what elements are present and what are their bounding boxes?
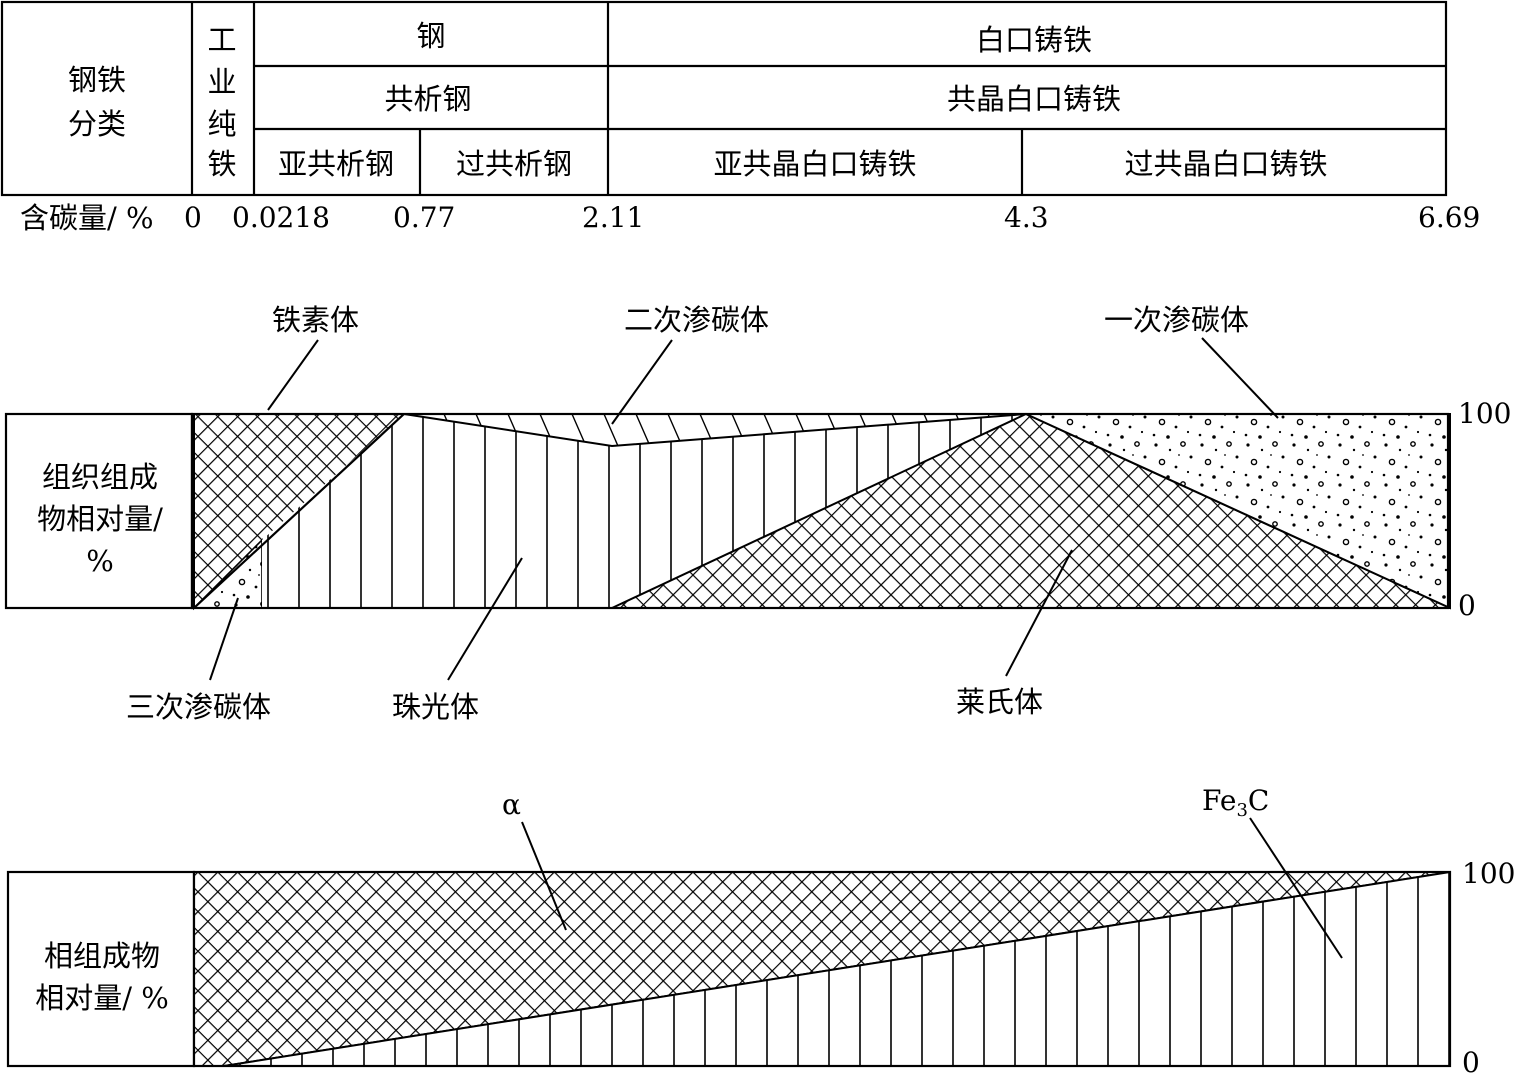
hypereutectic-white-iron-header: 过共晶白口铸铁 (1124, 147, 1327, 181)
alpha-leader (521, 821, 567, 931)
structure-label-line2: 物相对量/ (37, 502, 163, 536)
ledeburite-leader (1005, 549, 1073, 677)
carbon-tick-0: 0 (184, 201, 202, 234)
secondary-cementite-hatch-line (667, 414, 683, 446)
carbon-tick-2.11: 2.11 (582, 201, 644, 234)
tertiary-cementite-leader (209, 597, 239, 681)
ferrite-pearlite-boundary (193, 413, 405, 609)
structure-scale-0: 0 (1458, 589, 1476, 622)
table-row-header-line1: 钢铁 (68, 63, 126, 97)
carbon-tick-6.69: 6.69 (1418, 201, 1480, 234)
pure-iron-char-3: 纯 (207, 107, 236, 141)
classification-table (0, 0, 1448, 197)
fe3c-label: Fe3C (1202, 784, 1269, 821)
hypoeutectic-white-iron-header: 亚共晶白口铸铁 (713, 147, 916, 181)
eutectoid-steel-header: 共析钢 (384, 82, 471, 116)
pearlite-area (262, 414, 1026, 608)
phase-panel: 相组成物 相对量/ % 100 0 α Fe3C (6, 784, 1514, 1079)
carbon-tick-0.77: 0.77 (393, 201, 455, 234)
phase-label-box (6, 870, 196, 1068)
phase-label-line2: 相对量/ % (35, 981, 169, 1015)
ferrite-leader (267, 339, 319, 411)
carbon-tick-4.3: 4.3 (1004, 201, 1049, 234)
secondary-cementite-hatch-line (635, 414, 651, 446)
hypereutectoid-steel-header: 过共析钢 (456, 147, 572, 181)
fe3c-label-main: Fe (1202, 784, 1236, 817)
tertiary-cementite-label: 三次渗碳体 (126, 690, 271, 724)
secondary-cementite-hatch-line (571, 414, 587, 446)
carbon-tick-0.0218: 0.0218 (232, 201, 330, 234)
phase-area-layers (193, 870, 1451, 1067)
pure-iron-char-1: 工 (207, 23, 236, 57)
carbon-axis-label: 含碳量/ % (20, 201, 154, 235)
fe3c-leader (1249, 817, 1343, 959)
structure-panel: 组织组成 物相对量/ % 100 0 铁素体 二次渗碳体 一次渗碳体 三次渗碳体… (4, 303, 1511, 724)
hypoeutectoid-steel-header: 亚共析钢 (278, 147, 394, 181)
phase-plot-frame (192, 870, 1452, 1068)
table-row-header-line2: 分类 (68, 107, 126, 141)
structure-label-line3: % (86, 544, 114, 578)
structure-plot-frame (190, 412, 1450, 610)
fe3c-label-sub: 3 (1236, 800, 1247, 821)
alpha-label: α (502, 788, 521, 821)
ferrite-label: 铁素体 (272, 303, 359, 337)
primary-cementite-label: 一次渗碳体 (1104, 303, 1249, 337)
phase-scale-100: 100 (1462, 857, 1514, 890)
phase-scale-0: 0 (1462, 1046, 1480, 1075)
pearlite-label: 珠光体 (392, 690, 479, 724)
structure-label-box (4, 412, 194, 610)
secondary-cementite-label: 二次渗碳体 (624, 303, 769, 337)
pure-iron-char-2: 业 (207, 65, 236, 99)
structure-area-layers (192, 412, 1451, 611)
secondary-cementite-leader (611, 339, 673, 425)
fe3c-label-end: C (1248, 784, 1269, 817)
steel-header: 钢 (416, 19, 445, 53)
pearlite-leader (447, 557, 523, 681)
primary-cementite-leader (1201, 337, 1279, 419)
pure-iron-char-4: 铁 (207, 147, 236, 181)
structure-scale-100: 100 (1458, 397, 1511, 430)
secondary-cementite-hatch-line (603, 414, 619, 446)
ledeburite-label: 莱氏体 (956, 685, 1043, 719)
white-cast-iron-header: 白口铸铁 (976, 23, 1092, 57)
eutectic-white-iron-header: 共晶白口铸铁 (947, 82, 1121, 116)
phase-label-line1: 相组成物 (44, 939, 160, 973)
structure-label-line1: 组织组成 (42, 460, 158, 494)
